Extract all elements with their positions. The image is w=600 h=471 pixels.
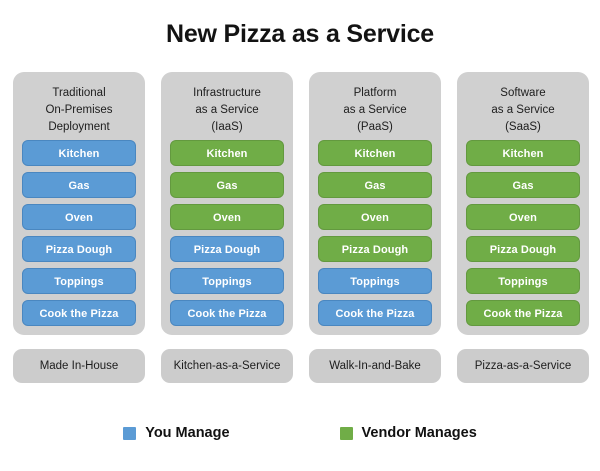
stack-item-cook-the-pizza[interactable]: Cook the Pizza xyxy=(466,300,580,326)
stack-item-pizza-dough[interactable]: Pizza Dough xyxy=(22,236,136,262)
column-header-line: (IaaS) xyxy=(211,120,243,133)
legend-swatch-icon xyxy=(123,426,137,440)
stack-item-oven[interactable]: Oven xyxy=(318,204,432,230)
legend-swatch-icon xyxy=(339,426,353,440)
stack-item-pizza-dough[interactable]: Pizza Dough xyxy=(170,236,284,262)
legend-entry-vendor-manages: Vendor Manages xyxy=(339,425,477,441)
stack-item-cook-the-pizza[interactable]: Cook the Pizza xyxy=(170,300,284,326)
stack-item-kitchen[interactable]: Kitchen xyxy=(22,140,136,166)
stack-item-pizza-dough[interactable]: Pizza Dough xyxy=(318,236,432,262)
stack-item-cook-the-pizza[interactable]: Cook the Pizza xyxy=(22,300,136,326)
column-header-line: as a Service xyxy=(195,103,259,116)
legend-label: Vendor Manages xyxy=(361,425,477,441)
page-title: New Pizza as a Service xyxy=(166,20,434,48)
legend-label: You Manage xyxy=(145,425,230,441)
column-footer-label: Pizza-as-a-Service xyxy=(457,349,589,383)
column-footer-label: Made In-House xyxy=(13,349,145,383)
stack-item-cook-the-pizza[interactable]: Cook the Pizza xyxy=(318,300,432,326)
stack-item-gas[interactable]: Gas xyxy=(318,172,432,198)
stack-item-gas[interactable]: Gas xyxy=(466,172,580,198)
stack-item-gas[interactable]: Gas xyxy=(170,172,284,198)
column-header-line: Software xyxy=(500,86,546,99)
stack-item-kitchen[interactable]: Kitchen xyxy=(170,140,284,166)
stack-item-kitchen[interactable]: Kitchen xyxy=(318,140,432,166)
column-header-line: Infrastructure xyxy=(193,86,261,99)
stack-item-toppings[interactable]: Toppings xyxy=(466,268,580,294)
column-header-line: as a Service xyxy=(491,103,555,116)
stack-item-oven[interactable]: Oven xyxy=(170,204,284,230)
column-header-line: Traditional xyxy=(52,86,106,99)
column-header: Infrastructure as a Service (IaaS) xyxy=(161,82,293,138)
stack-item-toppings[interactable]: Toppings xyxy=(170,268,284,294)
column-header-line: Deployment xyxy=(48,120,110,133)
column-header-line: (SaaS) xyxy=(505,120,541,133)
column-footer-label: Walk-In-and-Bake xyxy=(309,349,441,383)
column-footer-label: Kitchen-as-a-Service xyxy=(161,349,293,383)
stack-item-kitchen[interactable]: Kitchen xyxy=(466,140,580,166)
stack-item-pizza-dough[interactable]: Pizza Dough xyxy=(466,236,580,262)
stack-item-oven[interactable]: Oven xyxy=(466,204,580,230)
column-header-line: On-Premises xyxy=(45,103,113,116)
column-header-line: as a Service xyxy=(343,103,407,116)
column-header: Software as a Service (SaaS) xyxy=(457,82,589,138)
stack-item-toppings[interactable]: Toppings xyxy=(318,268,432,294)
stack-item-toppings[interactable]: Toppings xyxy=(22,268,136,294)
legend: You Manage Vendor Manages xyxy=(0,425,600,441)
stack-item-gas[interactable]: Gas xyxy=(22,172,136,198)
legend-entry-you-manage: You Manage xyxy=(123,425,230,441)
column-header: Platform as a Service (PaaS) xyxy=(309,82,441,138)
column-header-line: Platform xyxy=(353,86,397,99)
column-header-line: (PaaS) xyxy=(357,120,393,133)
stack-item-oven[interactable]: Oven xyxy=(22,204,136,230)
